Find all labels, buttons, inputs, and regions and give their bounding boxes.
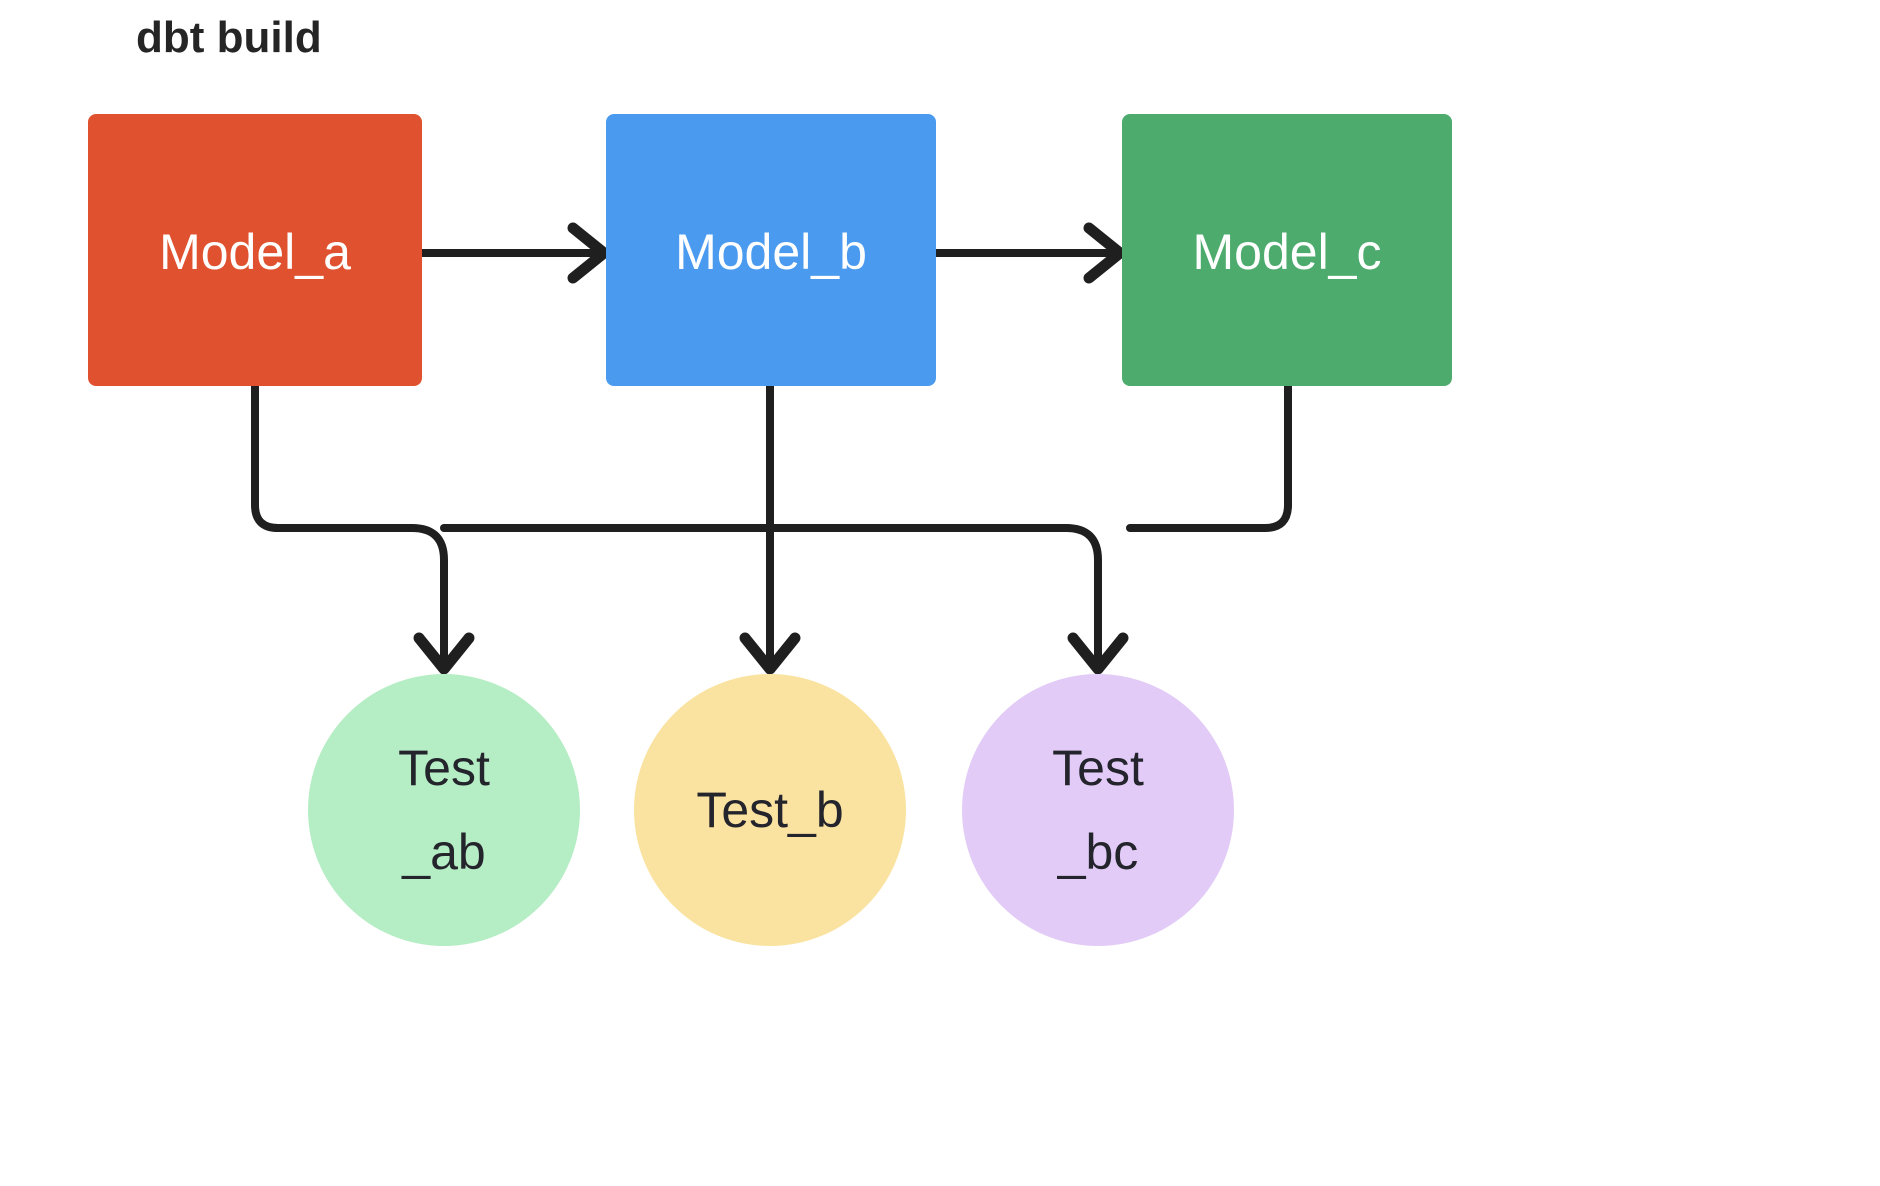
edge-line	[408, 524, 448, 664]
edge-model-c-to-test-bc	[1126, 382, 1292, 532]
test-bc-label-line-1: Test	[1052, 740, 1144, 796]
model-b-label: Model_b	[675, 224, 867, 280]
edge-branch-to-test-ab	[408, 524, 475, 675]
test-ab-label-line-1: Test	[398, 740, 490, 796]
edge-line	[1062, 524, 1102, 664]
test-b-label-line-1: Test_b	[696, 782, 843, 838]
model-a-label: Model_a	[159, 224, 351, 280]
model-a-shape[interactable]	[88, 114, 422, 386]
arrowhead-icon	[739, 632, 801, 675]
model-c-label: Model_c	[1193, 224, 1382, 280]
test-bc-shape[interactable]	[962, 674, 1234, 946]
node-model-a[interactable]: Model_a	[88, 114, 422, 386]
arrowhead-icon	[413, 632, 475, 675]
node-test-ab[interactable]: Test _ab	[308, 674, 580, 946]
edge-model-a-to-test-ab	[251, 382, 416, 532]
node-model-b[interactable]: Model_b	[606, 114, 936, 386]
model-b-shape[interactable]	[606, 114, 936, 386]
test-bc-label-line-2: _bc	[1057, 824, 1139, 880]
edge-line	[1126, 382, 1292, 532]
test-ab-label-line-2: _ab	[401, 824, 485, 880]
page-title: dbt build	[136, 13, 322, 62]
test-ab-shape[interactable]	[308, 674, 580, 946]
node-test-b[interactable]: Test_b	[634, 674, 906, 946]
node-model-c[interactable]: Model_c	[1122, 114, 1452, 386]
edge-model-b-to-model-c	[932, 222, 1126, 284]
arrowhead-icon	[1067, 632, 1129, 675]
node-test-bc[interactable]: Test _bc	[962, 674, 1234, 946]
arrowhead-icon	[1083, 222, 1126, 284]
model-c-shape[interactable]	[1122, 114, 1452, 386]
edge-model-a-to-model-b	[418, 222, 610, 284]
edge-model-b-to-test-b	[739, 382, 801, 675]
edge-line	[251, 382, 416, 532]
edge-branch-to-test-bc	[1062, 524, 1129, 675]
arrowhead-icon	[567, 222, 610, 284]
test-b-shape[interactable]	[634, 674, 906, 946]
